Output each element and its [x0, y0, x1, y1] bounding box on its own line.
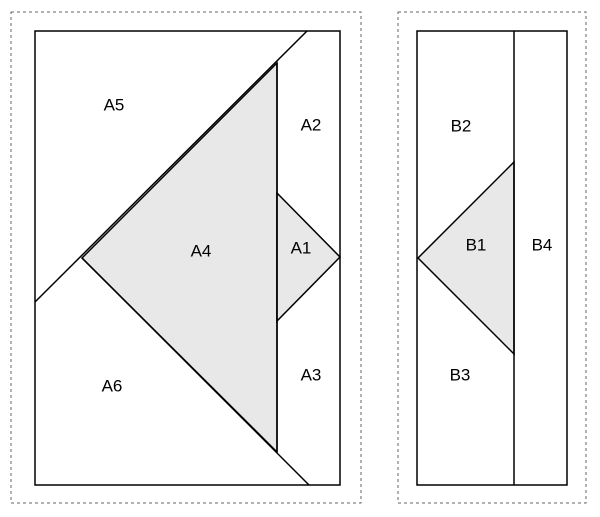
label-b1: B1 — [466, 235, 487, 254]
label-b3: B3 — [450, 365, 471, 384]
label-a4: A4 — [191, 241, 212, 260]
label-a5: A5 — [104, 95, 125, 114]
block-a: A5 A2 A4 A1 A3 A6 — [10, 11, 362, 504]
seam-top-diagonal — [34, 30, 308, 303]
block-a-dashed-frame — [10, 11, 362, 504]
block-b-dashed-frame — [397, 11, 587, 504]
label-a1: A1 — [291, 238, 312, 257]
label-a2: A2 — [301, 115, 322, 134]
label-b2: B2 — [451, 116, 472, 135]
label-a6: A6 — [102, 376, 123, 395]
seam-bottom-diagonal — [81, 257, 310, 486]
label-a3: A3 — [301, 365, 322, 384]
block-b: B2 B1 B4 B3 — [397, 11, 587, 504]
label-b4: B4 — [532, 235, 553, 254]
